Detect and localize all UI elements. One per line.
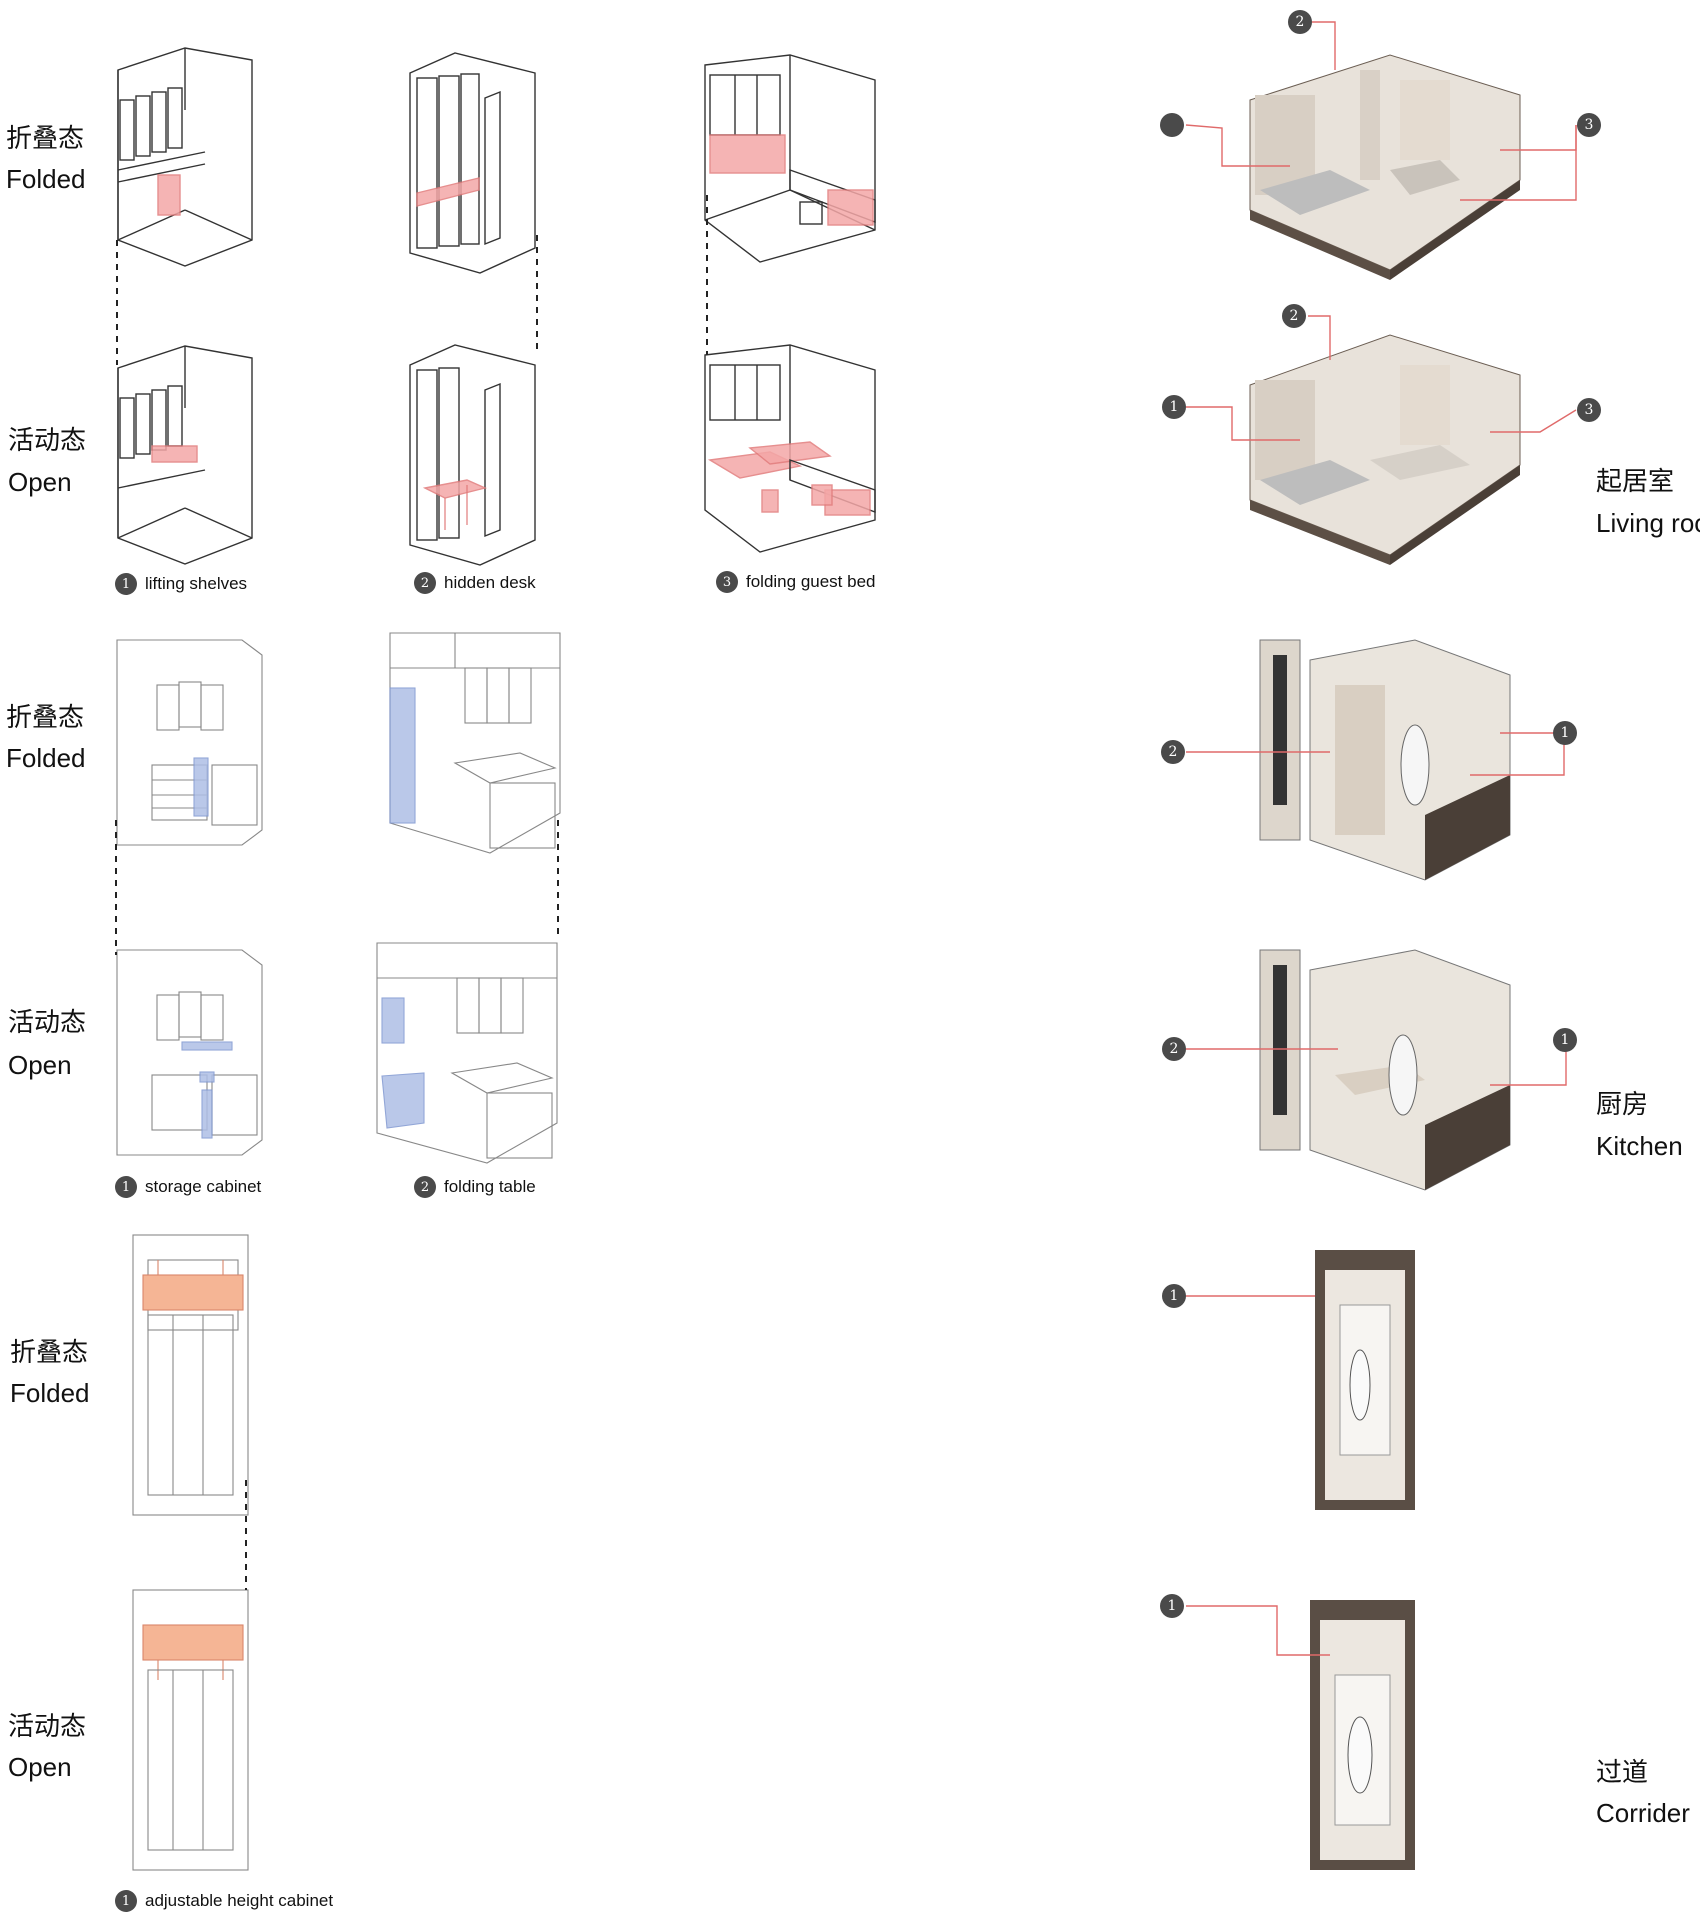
folded-label-zh-kitchen: 折叠态 bbox=[6, 703, 85, 733]
lifting-shelves-folded-diagram bbox=[117, 47, 253, 267]
guest-bed-folded-diagram bbox=[704, 54, 876, 263]
callout-kitchen-folded-2: 2 bbox=[1161, 740, 1185, 764]
lifting-shelves-open-diagram bbox=[117, 345, 253, 565]
folding-table-folded-diagram bbox=[389, 632, 561, 854]
room-label-zh-living: 起居室 bbox=[1596, 467, 1675, 497]
storage-cabinet-folded-diagram bbox=[116, 639, 263, 846]
living-room-render-open bbox=[1249, 334, 1521, 565]
callout-living-open-2: 2 bbox=[1282, 304, 1306, 328]
hidden-desk-open-diagram bbox=[409, 344, 536, 566]
corridor-render-open bbox=[1310, 1600, 1415, 1870]
callout-living-folded-2: 2 bbox=[1288, 10, 1312, 34]
hidden-desk-folded-diagram bbox=[409, 52, 536, 274]
open-label-en-kitchen: Open bbox=[8, 1050, 72, 1080]
folded-label-zh-corridor: 折叠态 bbox=[10, 1338, 89, 1368]
folding-table-open-diagram bbox=[376, 942, 558, 1164]
callout-corridor-open-1: 1 bbox=[1160, 1594, 1184, 1618]
kitchen-render-open bbox=[1259, 949, 1511, 1191]
open-label-zh-living: 活动态 bbox=[8, 426, 87, 456]
folded-label-en-corridor: Folded bbox=[10, 1378, 90, 1408]
room-label-zh-corridor: 过道 bbox=[1596, 1758, 1649, 1788]
callout-kitchen-open-2: 2 bbox=[1162, 1037, 1186, 1061]
room-label-en-corridor: Corrider bbox=[1596, 1798, 1690, 1828]
callout-living-folded-3: 3 bbox=[1577, 113, 1601, 137]
callout-kitchen-open-1: 1 bbox=[1553, 1028, 1577, 1052]
folded-label-en-kitchen: Folded bbox=[6, 743, 86, 773]
open-label-en-corridor: Open bbox=[8, 1752, 72, 1782]
callout-living-folded-1 bbox=[1160, 113, 1184, 137]
kitchen-render-folded bbox=[1259, 639, 1511, 881]
callout-living-open-1: 1 bbox=[1162, 395, 1186, 419]
adjustable-cabinet-open-diagram bbox=[132, 1589, 249, 1871]
open-label-en-living: Open bbox=[8, 467, 72, 497]
room-label-en-kitchen: Kitchen bbox=[1596, 1131, 1683, 1161]
open-label-zh-kitchen: 活动态 bbox=[8, 1008, 87, 1038]
callout-living-open-3: 3 bbox=[1577, 398, 1601, 422]
folded-label-zh-living: 折叠态 bbox=[6, 124, 85, 154]
living-room-render-folded bbox=[1249, 54, 1521, 280]
callout-corridor-folded-1: 1 bbox=[1162, 1284, 1186, 1308]
room-label-zh-kitchen: 厨房 bbox=[1596, 1090, 1649, 1120]
adjustable-cabinet-folded-diagram bbox=[132, 1234, 249, 1516]
callout-kitchen-folded-1: 1 bbox=[1553, 721, 1577, 745]
guest-bed-open-diagram bbox=[704, 344, 876, 553]
storage-cabinet-open-diagram bbox=[116, 949, 263, 1156]
corridor-render-folded bbox=[1315, 1250, 1415, 1510]
open-label-zh-corridor: 活动态 bbox=[8, 1712, 87, 1742]
room-label-en-living: Living roo bbox=[1596, 508, 1700, 538]
folded-label-en-living: Folded bbox=[6, 164, 86, 194]
